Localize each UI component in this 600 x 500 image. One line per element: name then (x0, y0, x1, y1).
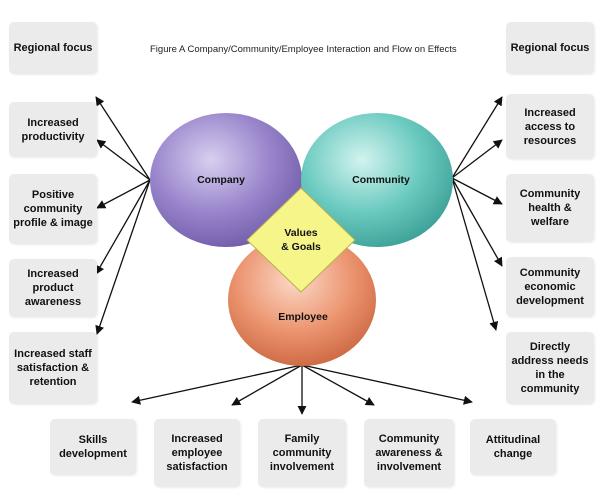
arrow-right-4 (451, 177, 503, 267)
right-arrows (451, 96, 503, 331)
right-box-directly-address-needs: Directly address needs in the community (506, 332, 594, 404)
left-box-increased-productivity: Increased productivity (9, 102, 97, 157)
bottom-box-community-awareness: Community awareness & involvement (364, 419, 454, 487)
values-goals-line2: & Goals (281, 241, 321, 253)
bottom-box-skills-development: Skills development (50, 419, 136, 475)
left-box-increased-product-awareness: Increased product awareness (9, 259, 97, 317)
bottom-arrows (131, 364, 473, 415)
figure-title: Figure A Company/Community/Employee Inte… (150, 44, 457, 55)
employee-circle (228, 234, 376, 366)
arrow-bottom-2 (231, 364, 303, 406)
left-box-regional-focus: Regional focus (9, 22, 97, 74)
community-circle (301, 113, 453, 247)
arrow-left-2 (96, 139, 151, 181)
right-box-community-economic-development: Community economic development (506, 257, 594, 317)
arrow-bottom-5 (301, 364, 473, 405)
employee-label: Employee (278, 311, 328, 323)
arrow-bottom-4 (301, 364, 375, 406)
values-goals-diamond (246, 187, 356, 293)
left-box-increased-staff-satisfaction: Increased staff satisfaction & retention (9, 332, 97, 404)
right-box-increased-access: Increased access to resources (506, 94, 594, 159)
right-box-community-health: Community health & welfare (506, 174, 594, 242)
values-goals-label: Values & Goals (266, 226, 336, 254)
arrow-bottom-1 (131, 364, 303, 405)
arrow-right-5 (451, 177, 499, 331)
left-arrows (95, 96, 151, 335)
bottom-box-increased-employee-satisfaction: Increased employee satisfaction (154, 419, 240, 487)
bottom-box-attitudinal-change: Attitudinal change (470, 419, 556, 475)
community-label: Community (352, 174, 410, 186)
company-circle (150, 113, 302, 247)
arrow-right-3 (451, 177, 503, 205)
arrow-left-1 (95, 96, 151, 181)
left-box-positive-community-profile: Positive community profile & image (9, 174, 97, 244)
arrow-right-2 (451, 139, 503, 179)
right-box-regional-focus: Regional focus (506, 22, 594, 74)
arrow-right-1 (451, 96, 503, 179)
values-goals-line1: Values (284, 227, 318, 239)
arrow-left-4 (95, 179, 151, 275)
arrow-left-3 (96, 179, 151, 209)
bottom-box-family-community-involvement: Family community involvement (258, 419, 346, 487)
company-label: Company (197, 174, 245, 186)
arrow-left-5 (95, 179, 151, 335)
